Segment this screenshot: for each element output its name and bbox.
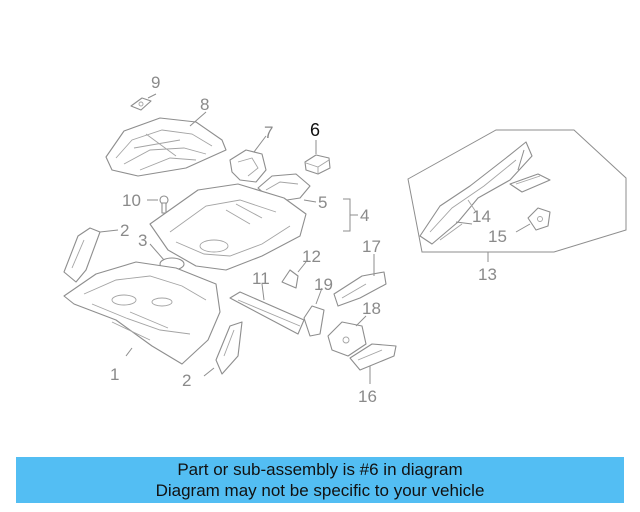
callout-14: 14: [472, 207, 491, 226]
callout-6: 6: [310, 120, 320, 140]
part-4-rear-floor-pan: [149, 183, 307, 271]
part-8-floor-board: [105, 117, 227, 177]
part-10-bolt: [159, 195, 169, 214]
callout-18: 18: [362, 299, 381, 318]
callout-17: 17: [362, 237, 381, 256]
callout-13: 13: [478, 265, 497, 284]
part-9-clip: [130, 97, 152, 111]
part-14-side-rail: [419, 141, 533, 245]
callout-labels: 9 8 7 6 10 5 4 2 3 12 17 11 19 18 1 2 16…: [110, 73, 507, 406]
leader-lines: [99, 93, 531, 384]
info-banner: Part or sub-assembly is #6 in diagram Di…: [16, 457, 624, 503]
callout-19: 19: [314, 275, 333, 294]
part-1-front-floor-pan: [63, 261, 221, 365]
callout-5: 5: [318, 193, 327, 212]
part-13-bracket: [509, 173, 551, 193]
part-18-bracket: [327, 321, 367, 357]
callout-15: 15: [488, 227, 507, 246]
part-15-bracket: [527, 207, 551, 231]
part-17-rail: [333, 271, 387, 307]
callout-3: 3: [138, 231, 147, 250]
callout-1: 1: [110, 365, 119, 384]
part-2-lower-bracket: [215, 321, 243, 375]
part-7-bracket: [229, 149, 267, 183]
callout-10: 10: [122, 191, 141, 210]
callout-9: 9: [151, 73, 160, 92]
part-2-upper-bracket: [63, 227, 101, 283]
part-11-cross-member: [229, 291, 305, 335]
part-19-bracket: [303, 305, 325, 337]
part-16-sill: [349, 343, 397, 371]
callout-12: 12: [302, 247, 321, 266]
callout-16: 16: [358, 387, 377, 406]
banner-line-1: Part or sub-assembly is #6 in diagram: [177, 460, 463, 479]
banner-line-2: Diagram may not be specific to your vehi…: [155, 481, 485, 500]
callout-8: 8: [200, 95, 209, 114]
callout-2-upper: 2: [120, 221, 129, 240]
callout-7: 7: [264, 123, 273, 142]
group-13-outline: [407, 129, 627, 253]
part-12-clip: [281, 269, 299, 289]
callout-11: 11: [252, 269, 270, 288]
callout-2-lower: 2: [182, 371, 191, 390]
part-6-highlighted: [304, 154, 331, 175]
callout-4: 4: [360, 206, 369, 225]
